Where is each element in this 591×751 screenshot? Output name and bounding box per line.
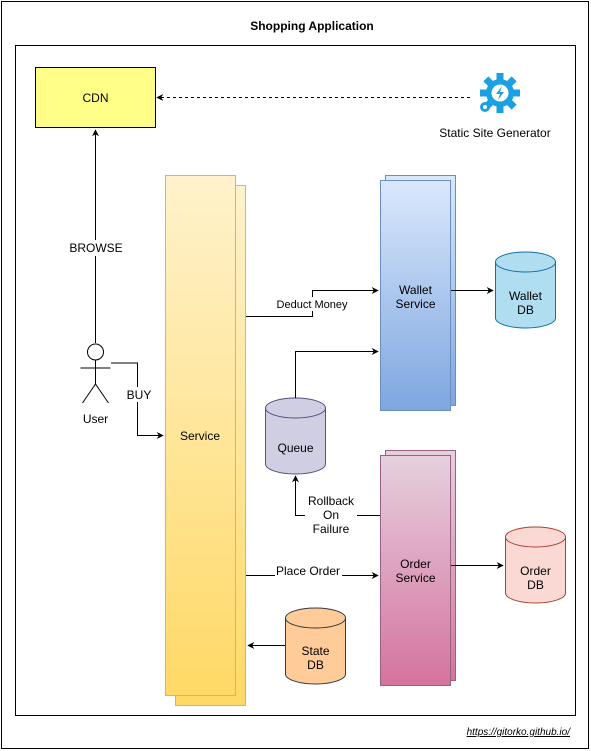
deduct-money-label-bg [275,297,350,311]
rollback-label-line3: Failure [313,522,350,536]
place-order-label: Place Order [276,564,340,578]
deduct-money-label: Deduct Money [277,299,348,311]
footer-link[interactable]: https://gitorko.github.io/ [467,727,572,738]
gear-icon [480,73,520,113]
order-service-node: Order Service [380,450,456,686]
state-db-label-line2: DB [307,658,324,672]
queue-to-wallet-arrow [295,348,379,398]
order-db-label-line1: Order [520,564,551,578]
diagram-title: Shopping Application [250,19,374,33]
queue-node: Queue [265,397,326,475]
place-order-label-bg [275,564,342,579]
order-service-label-line2: Service [395,571,435,585]
user-icon [80,343,111,404]
service-label: Service [180,429,220,443]
queue-label: Queue [277,441,313,455]
wallet-service-label-line1: Wallet [399,283,433,297]
service-node: Service [165,175,246,706]
cdn-label: CDN [83,91,109,105]
buy-label: BUY [127,388,152,402]
wallet-db-node: Wallet DB [495,251,556,329]
static-site-generator-label: Static Site Generator [439,126,550,140]
cdn-node: CDN [35,67,156,128]
buy-label-bg [124,387,154,402]
state-db-node: State DB [285,607,346,685]
inner-frame [15,45,576,716]
wallet-service-node: Wallet Service [380,175,456,411]
order-service-label-line1: Order [400,557,431,571]
rollback-label-line1: Rollback [308,494,355,508]
order-db-node: Order DB [505,526,566,604]
order-db-label-line2: DB [527,578,544,592]
rollback-label-line2: On [323,508,339,522]
user-label: User [83,412,108,426]
wallet-db-label-line1: Wallet [509,289,543,303]
wallet-service-label-line2: Service [395,297,435,311]
state-db-label-line1: State [301,644,329,658]
browse-label: BROWSE [69,241,122,255]
rollback-label-bg [305,492,357,538]
wallet-db-label-line2: DB [517,303,534,317]
browse-label-bg [66,240,126,256]
